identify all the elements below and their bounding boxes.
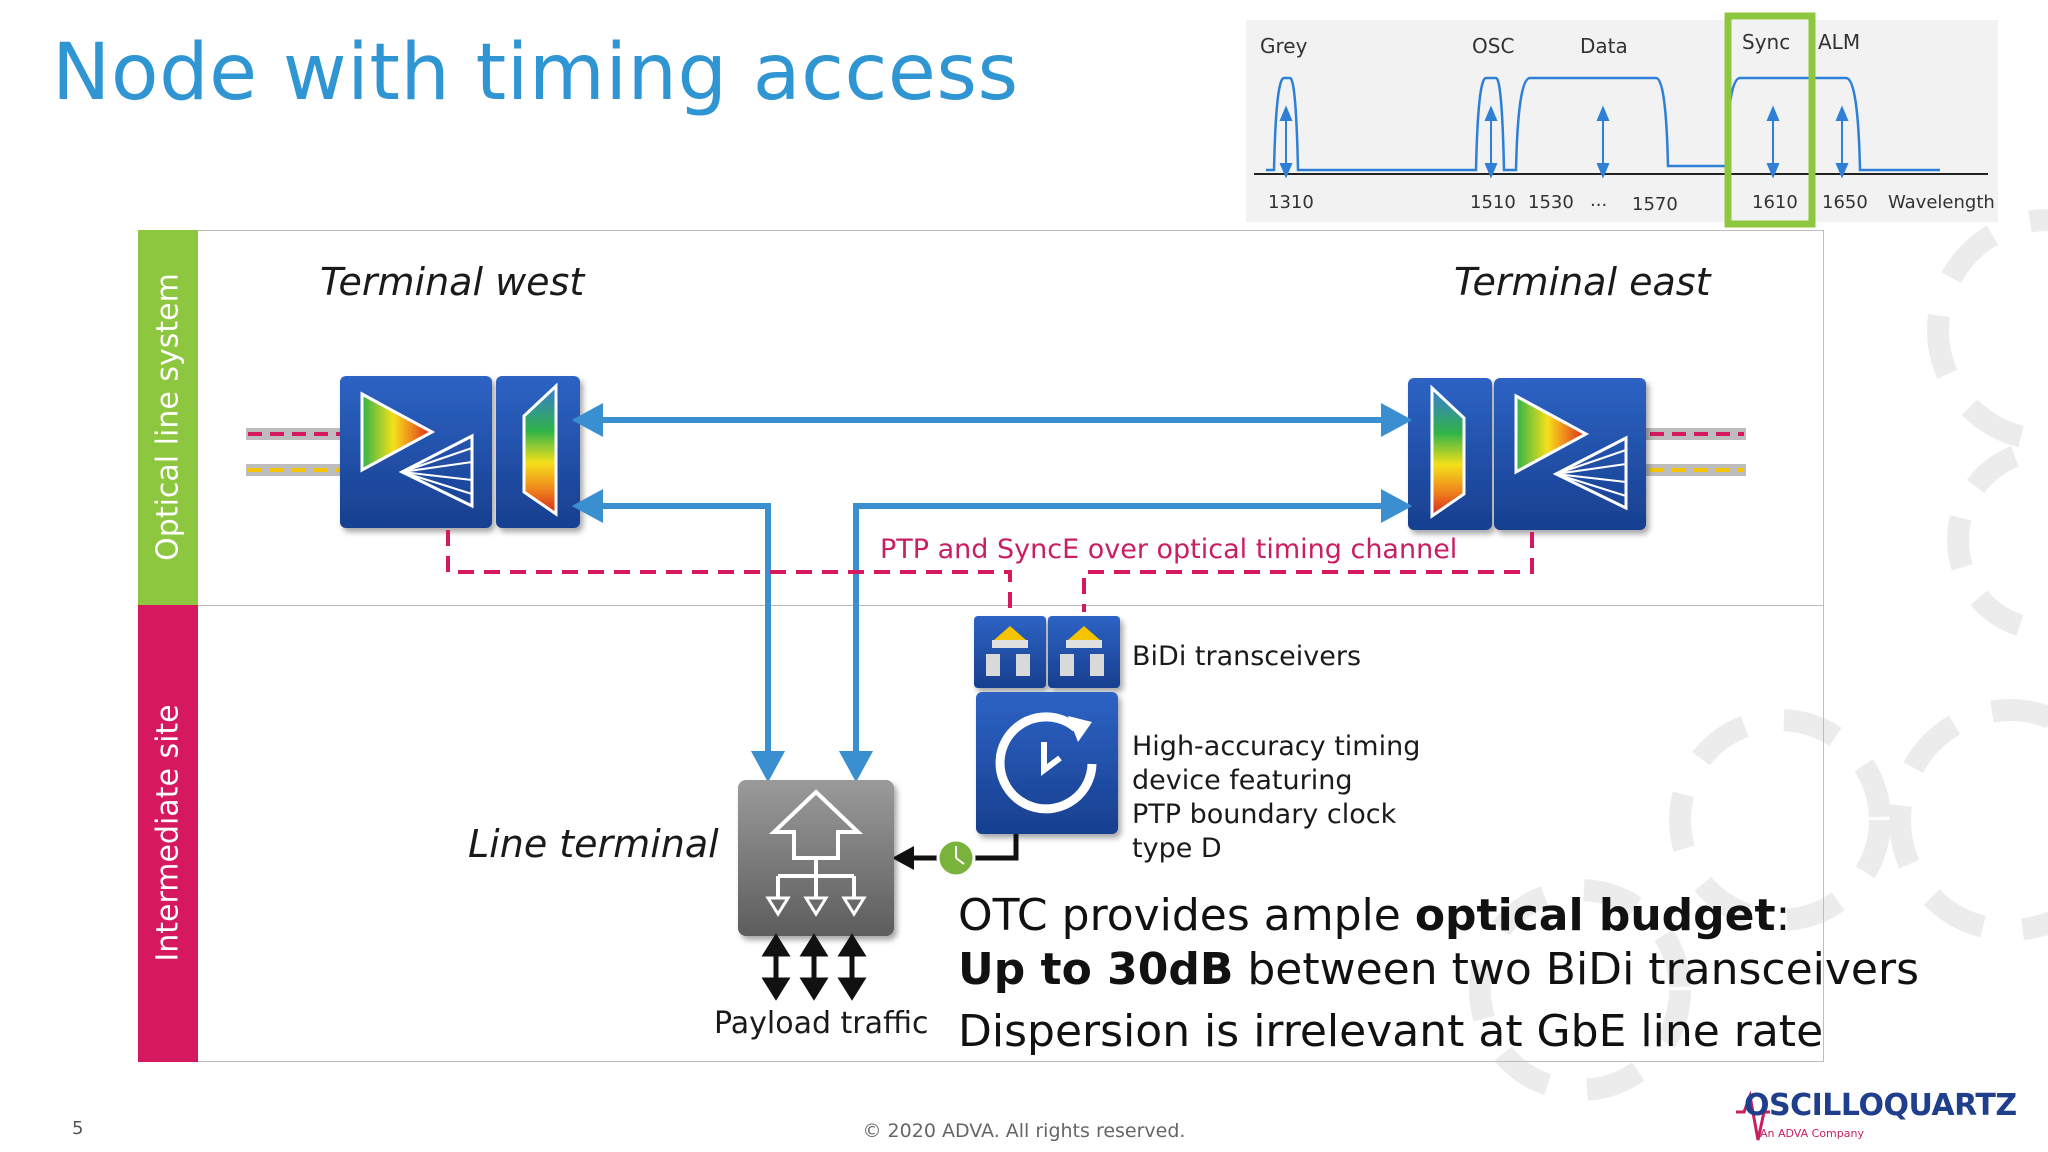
spectrum-tick-1610: 1610 [1752,192,1798,213]
spectrum-tick-1510: 1510 [1470,192,1516,213]
statement-30db: Up to 30dB between two BiDi transceivers [958,944,1919,995]
fiber-right [1646,428,1746,476]
wavelength-spectrum [1246,20,1998,222]
timing-device-line-2: device featuring [1132,765,1353,796]
copyright: © 2020 ADVA. All rights reserved. [862,1120,1186,1142]
optical-line-system-band: Optical line system [138,230,198,605]
spectrum-band-sync: Sync [1742,30,1791,54]
bidi-label: BiDi transceivers [1132,641,1362,672]
terminal-west-mux [340,376,492,528]
company-logo-subtitle: An ADVA Company [1760,1127,1864,1140]
company-logo: OSCILLOQUARTZ [1744,1088,2017,1123]
timing-device-line-3: PTP boundary clock [1132,799,1397,830]
page-number: 5 [72,1118,84,1139]
statement-1-text: OTC provides ample [958,890,1415,941]
spectrum-trace [1266,76,1940,172]
optical-links [571,402,1413,783]
spectrum-axis-label: Wavelength [1888,192,1995,213]
terminal-east-mux [1494,378,1646,530]
intermediate-site-band: Intermediate site [138,605,198,1062]
ptp-channel-label: PTP and SyncE over optical timing channe… [880,534,1458,565]
spectrum-band-alm: ALM [1818,30,1861,54]
terminal-west-filter [496,376,580,528]
line-terminal [738,780,894,936]
timing-device-line-4: type D [1132,833,1222,864]
spectrum-tick-1310: 1310 [1268,192,1314,213]
timing-device [976,692,1118,834]
spectrum-tick-1570: 1570 [1632,194,1678,215]
timing-device-description: High-accuracy timing device featuring PT… [1132,730,1420,866]
page-title: Node with timing access [52,28,1019,118]
terminal-east-label: Terminal east [1454,260,1711,304]
statement-2-text: between two BiDi transceivers [1233,944,1919,995]
spectrum-band-data: Data [1580,34,1628,58]
bidi-transceiver-1 [974,616,1046,688]
clock-link [892,834,1019,878]
terminal-east-filter [1408,378,1492,530]
statement-2-bold: Up to 30dB [958,944,1234,995]
spectrum-band-grey: Grey [1260,34,1308,58]
statement-optical-budget: OTC provides ample optical budget: [958,890,1790,941]
spectrum-tick-ellipsis: ... [1590,190,1608,211]
statement-1-bold: optical budget [1414,890,1776,941]
terminal-west-label: Terminal west [320,260,585,304]
spectrum-band-osc: OSC [1472,34,1515,58]
line-terminal-label: Line terminal [468,822,719,866]
fiber-left [246,428,342,476]
statement-1-suffix: : [1775,890,1791,941]
payload-arrows [761,933,867,1001]
timing-device-line-1: High-accuracy timing [1132,731,1421,762]
bidi-transceiver-2 [1048,616,1120,688]
spectrum-tick-1530: 1530 [1528,192,1574,213]
payload-traffic-label: Payload traffic [714,1006,929,1041]
timing-channel [446,530,1534,612]
statement-dispersion: Dispersion is irrelevant at GbE line rat… [958,1006,1824,1057]
sync-highlight [1724,12,1816,228]
spectrum-tick-1650: 1650 [1822,192,1868,213]
